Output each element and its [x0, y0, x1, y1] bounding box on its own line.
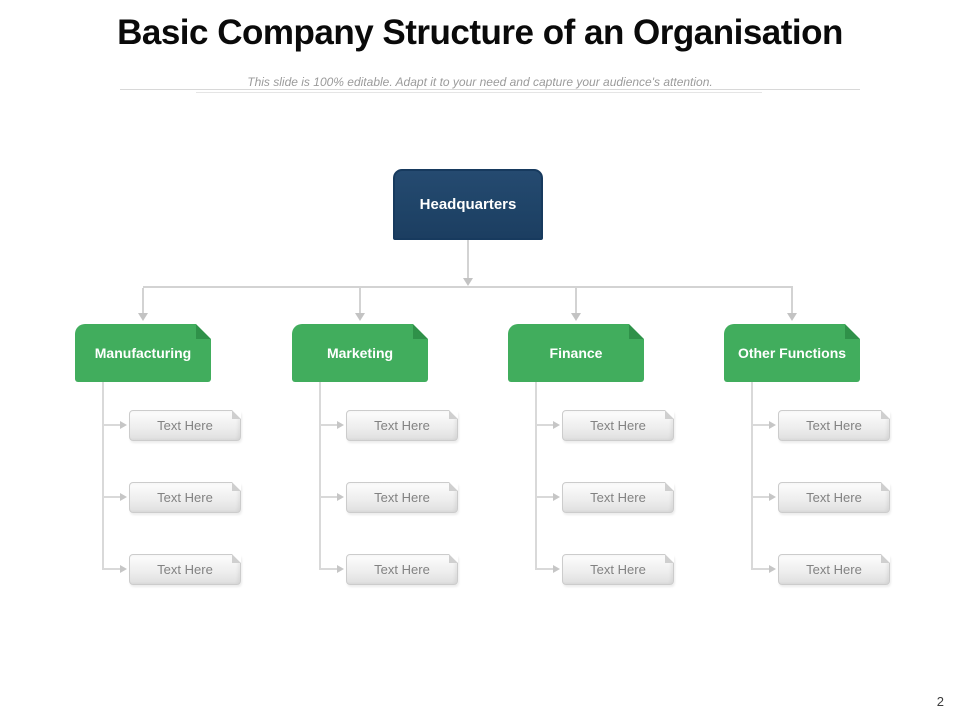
corner-cut: [881, 554, 890, 563]
arrow-right-icon: [553, 565, 560, 573]
connector-twig: [102, 424, 122, 426]
connector-root-vertical: [467, 240, 469, 278]
leaf-label: Text Here: [590, 490, 646, 505]
connector-twig: [319, 424, 339, 426]
corner-cut: [665, 554, 674, 563]
node-leaf[interactable]: Text Here: [129, 554, 241, 585]
connector-twig: [535, 496, 555, 498]
branch-group-marketing: Marketing Text Here Text Here Text Here: [292, 324, 522, 594]
connector-drop-manufacturing: [142, 288, 144, 313]
connector-drop-marketing: [359, 288, 361, 313]
corner-cut: [196, 324, 211, 339]
corner-cut: [881, 482, 890, 491]
corner-cut: [449, 482, 458, 491]
leaf-label: Text Here: [806, 490, 862, 505]
node-leaf[interactable]: Text Here: [346, 554, 458, 585]
corner-cut: [665, 410, 674, 419]
leaf-label: Text Here: [590, 418, 646, 433]
node-branch-manufacturing[interactable]: Manufacturing: [75, 324, 211, 382]
connector-drop-other-functions: [791, 288, 793, 313]
node-leaf[interactable]: Text Here: [778, 554, 890, 585]
arrow-right-icon: [553, 421, 560, 429]
node-leaf[interactable]: Text Here: [778, 482, 890, 513]
divider-line-outer: [120, 89, 860, 90]
node-headquarters[interactable]: Headquarters: [393, 169, 543, 240]
connector-twig: [319, 568, 339, 570]
connector-twig: [535, 424, 555, 426]
node-leaf[interactable]: Text Here: [778, 410, 890, 441]
corner-cut: [845, 324, 860, 339]
leaf-label: Text Here: [157, 418, 213, 433]
connector-twig: [751, 568, 771, 570]
connector-branch-vertical: [319, 382, 321, 570]
branch-label: Marketing: [326, 345, 394, 361]
node-leaf[interactable]: Text Here: [346, 482, 458, 513]
node-leaf[interactable]: Text Here: [562, 482, 674, 513]
connector-twig: [319, 496, 339, 498]
arrow-right-icon: [769, 565, 776, 573]
corner-cut: [449, 554, 458, 563]
branch-label: Manufacturing: [94, 345, 192, 361]
node-branch-marketing[interactable]: Marketing: [292, 324, 428, 382]
node-branch-other-functions[interactable]: Other Functions: [724, 324, 860, 382]
leaf-label: Text Here: [157, 490, 213, 505]
corner-cut: [449, 410, 458, 419]
arrow-down-icon: [463, 278, 473, 286]
arrow-down-icon: [571, 313, 581, 321]
leaf-label: Text Here: [806, 562, 862, 577]
node-leaf[interactable]: Text Here: [562, 554, 674, 585]
leaf-label: Text Here: [157, 562, 213, 577]
branch-group-finance: Finance Text Here Text Here Text Here: [508, 324, 738, 594]
corner-cut: [665, 482, 674, 491]
corner-cut: [629, 324, 644, 339]
arrow-right-icon: [769, 493, 776, 501]
node-leaf[interactable]: Text Here: [346, 410, 458, 441]
connector-branch-vertical: [751, 382, 753, 570]
branch-label: Finance: [549, 345, 603, 361]
arrow-right-icon: [769, 421, 776, 429]
connector-twig: [102, 496, 122, 498]
branch-label: Other Functions: [737, 345, 847, 361]
connector-branch-vertical: [102, 382, 104, 570]
connector-twig: [102, 568, 122, 570]
corner-cut: [881, 410, 890, 419]
leaf-label: Text Here: [374, 418, 430, 433]
connector-branch-vertical: [535, 382, 537, 570]
arrow-down-icon: [787, 313, 797, 321]
arrow-right-icon: [337, 565, 344, 573]
node-leaf[interactable]: Text Here: [129, 410, 241, 441]
connector-drop-finance: [575, 288, 577, 313]
connector-horizontal: [143, 286, 793, 288]
leaf-label: Text Here: [806, 418, 862, 433]
slide-subtitle: This slide is 100% editable. Adapt it to…: [247, 75, 713, 89]
leaf-label: Text Here: [590, 562, 646, 577]
arrow-down-icon: [138, 313, 148, 321]
corner-cut: [232, 410, 241, 419]
arrow-right-icon: [553, 493, 560, 501]
node-branch-finance[interactable]: Finance: [508, 324, 644, 382]
connector-twig: [751, 496, 771, 498]
leaf-label: Text Here: [374, 490, 430, 505]
arrow-right-icon: [120, 493, 127, 501]
corner-cut: [232, 482, 241, 491]
connector-twig: [535, 568, 555, 570]
page-number: 2: [936, 694, 944, 709]
node-leaf[interactable]: Text Here: [562, 410, 674, 441]
arrow-down-icon: [355, 313, 365, 321]
slide-title: Basic Company Structure of an Organisati…: [117, 13, 843, 52]
arrow-right-icon: [337, 493, 344, 501]
arrow-right-icon: [120, 421, 127, 429]
arrow-right-icon: [120, 565, 127, 573]
corner-cut: [232, 554, 241, 563]
divider-line-inner: [196, 92, 762, 93]
corner-cut: [413, 324, 428, 339]
branch-group-other-functions: Other Functions Text Here Text Here Text…: [724, 324, 954, 594]
node-leaf[interactable]: Text Here: [129, 482, 241, 513]
connector-twig: [751, 424, 771, 426]
headquarters-label: Headquarters: [419, 196, 517, 213]
branch-group-manufacturing: Manufacturing Text Here Text Here Text H…: [75, 324, 305, 594]
arrow-right-icon: [337, 421, 344, 429]
leaf-label: Text Here: [374, 562, 430, 577]
